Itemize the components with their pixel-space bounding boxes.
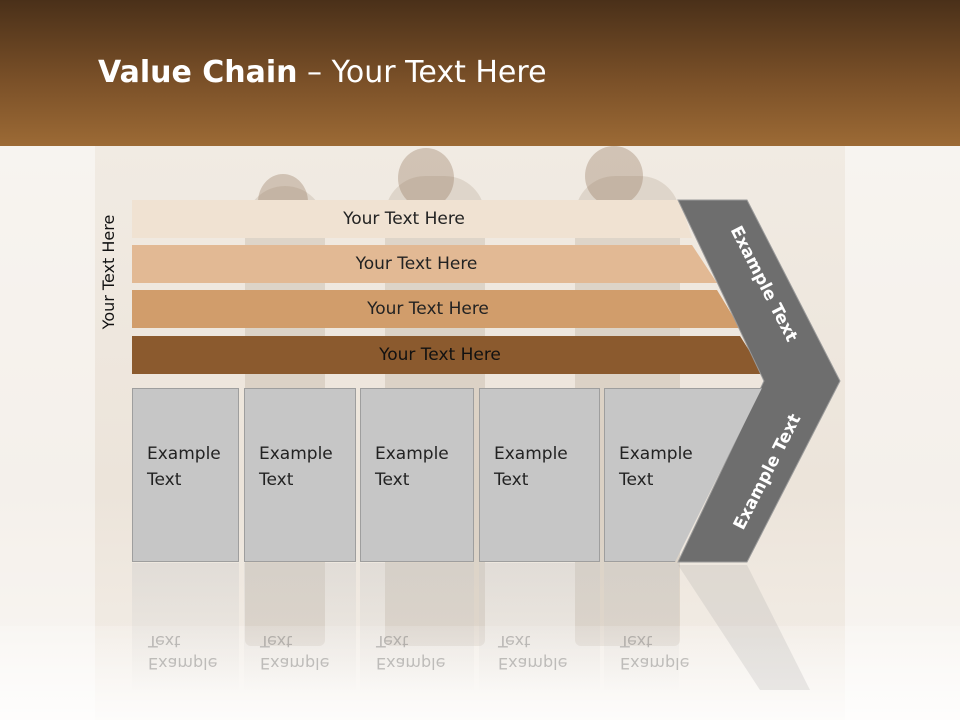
example-box-3[interactable]: Example Text [360,388,474,562]
pillar-right [845,146,960,720]
floor [0,626,960,720]
box-text-line1: Example [147,444,221,464]
box-text-line2: Text [259,470,294,490]
box-reflection [360,563,474,693]
box-text-line1: Example [375,444,449,464]
value-bar-1[interactable]: Your Text Here [132,200,692,238]
slide-title[interactable]: Value Chain – Your Text Here [98,55,547,90]
value-bar-4[interactable]: Your Text Here [132,336,764,374]
box-reflection [604,563,679,693]
box-text-line2: Text [619,470,654,490]
pillar-left [0,146,95,720]
box-reflection [244,563,356,693]
box-text-line1: Example [259,444,333,464]
person-head [398,148,454,208]
example-box-1[interactable]: Example Text [132,388,239,562]
box-text-line2: Text [494,470,529,490]
box-reflection [132,563,239,693]
value-bar-label: Your Text Here [343,209,465,229]
person-head [585,146,643,206]
value-bar-label: Your Text Here [367,299,489,319]
box-reflection [479,563,600,693]
title-banner: Value Chain – Your Text Here [0,0,960,146]
value-bar-label: Your Text Here [355,254,478,274]
box-text-line1: Example [619,444,693,464]
box-text-line2: Text [147,470,182,490]
example-box-4[interactable]: Example Text [479,388,600,562]
chevron-reflection [678,565,810,690]
box-text-line1: Example [494,444,568,464]
chevron-shape[interactable] [677,199,841,563]
example-box-2[interactable]: Example Text [244,388,356,562]
box-text-line2: Text [375,470,410,490]
value-bar-3[interactable]: Your Text Here [132,290,740,328]
value-bar-label: Your Text Here [379,345,501,365]
value-bar-2[interactable]: Your Text Here [132,245,717,283]
